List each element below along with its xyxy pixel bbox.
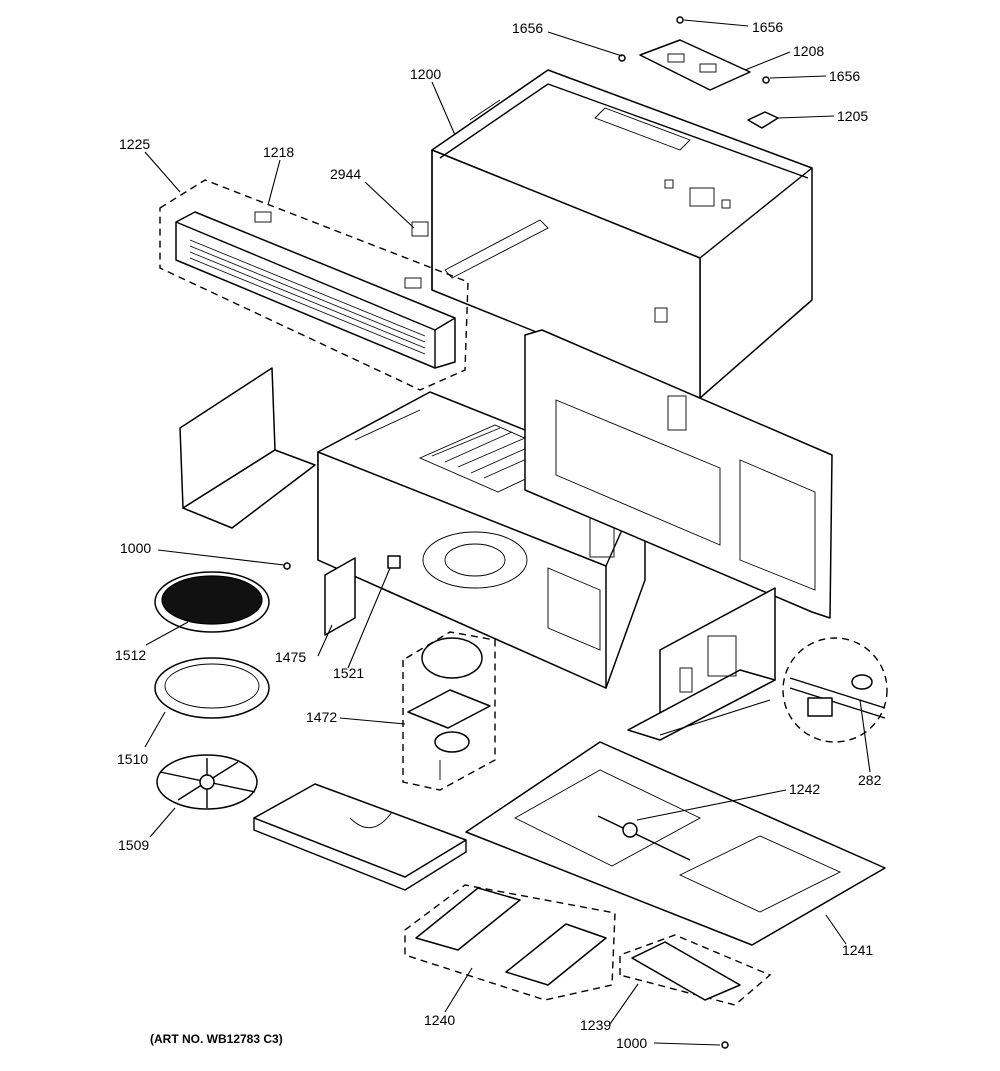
turntable-motor-assembly-1472 [402, 631, 496, 791]
callout-1000-b: 1000 [616, 1035, 647, 1051]
filter-set-part-1240 [404, 884, 616, 1001]
callout-1239: 1239 [580, 1017, 611, 1033]
callout-1205: 1205 [837, 108, 868, 124]
callout-1475: 1475 [275, 649, 306, 665]
cover-part-1475 [324, 557, 356, 636]
callout-1510: 1510 [117, 751, 148, 767]
callout-1225: 1225 [119, 136, 150, 152]
callout-1656-c: 1656 [829, 68, 860, 84]
roller-ring-part-1510 [154, 657, 270, 719]
base-plate-left [253, 783, 467, 891]
screw-icon-1000 [283, 562, 291, 570]
callout-1208: 1208 [793, 43, 824, 59]
glass-tray-part-1512 [154, 571, 270, 633]
callout-1656-a: 1656 [512, 20, 543, 36]
callout-2944: 2944 [330, 166, 361, 182]
side-panel-part [179, 367, 316, 529]
callout-1218: 1218 [263, 144, 294, 160]
screw-icons-1656 [618, 16, 770, 84]
callout-1509: 1509 [118, 837, 149, 853]
thermal-switch-detail-282 [782, 637, 888, 743]
leader-lines [144, 19, 871, 1046]
callout-1241: 1241 [842, 942, 873, 958]
callout-1242: 1242 [789, 781, 820, 797]
base-plate-part-1241 [465, 741, 886, 946]
back-panel-part [524, 329, 833, 619]
duct-panel-part [627, 587, 776, 741]
bracket-part-1208 [639, 39, 751, 91]
vent-grille-part-1225 [159, 179, 469, 391]
callout-1240: 1240 [424, 1012, 455, 1028]
callout-1656-b: 1656 [752, 19, 783, 35]
screw-icon-1000-bottom [721, 1041, 729, 1049]
support-spider-part-1509 [156, 754, 258, 810]
coupler-part-1521 [387, 555, 401, 569]
callout-1472: 1472 [306, 709, 337, 725]
callout-282: 282 [858, 772, 882, 788]
art-number-note: (ART NO. WB12783 C3) [150, 1032, 283, 1046]
callout-1521: 1521 [333, 665, 364, 681]
callout-1200: 1200 [410, 66, 441, 82]
access-cover-part-1239 [619, 934, 772, 1006]
clip-part-1205 [747, 111, 779, 129]
callout-1000-a: 1000 [120, 540, 151, 556]
callout-1512: 1512 [115, 647, 146, 663]
